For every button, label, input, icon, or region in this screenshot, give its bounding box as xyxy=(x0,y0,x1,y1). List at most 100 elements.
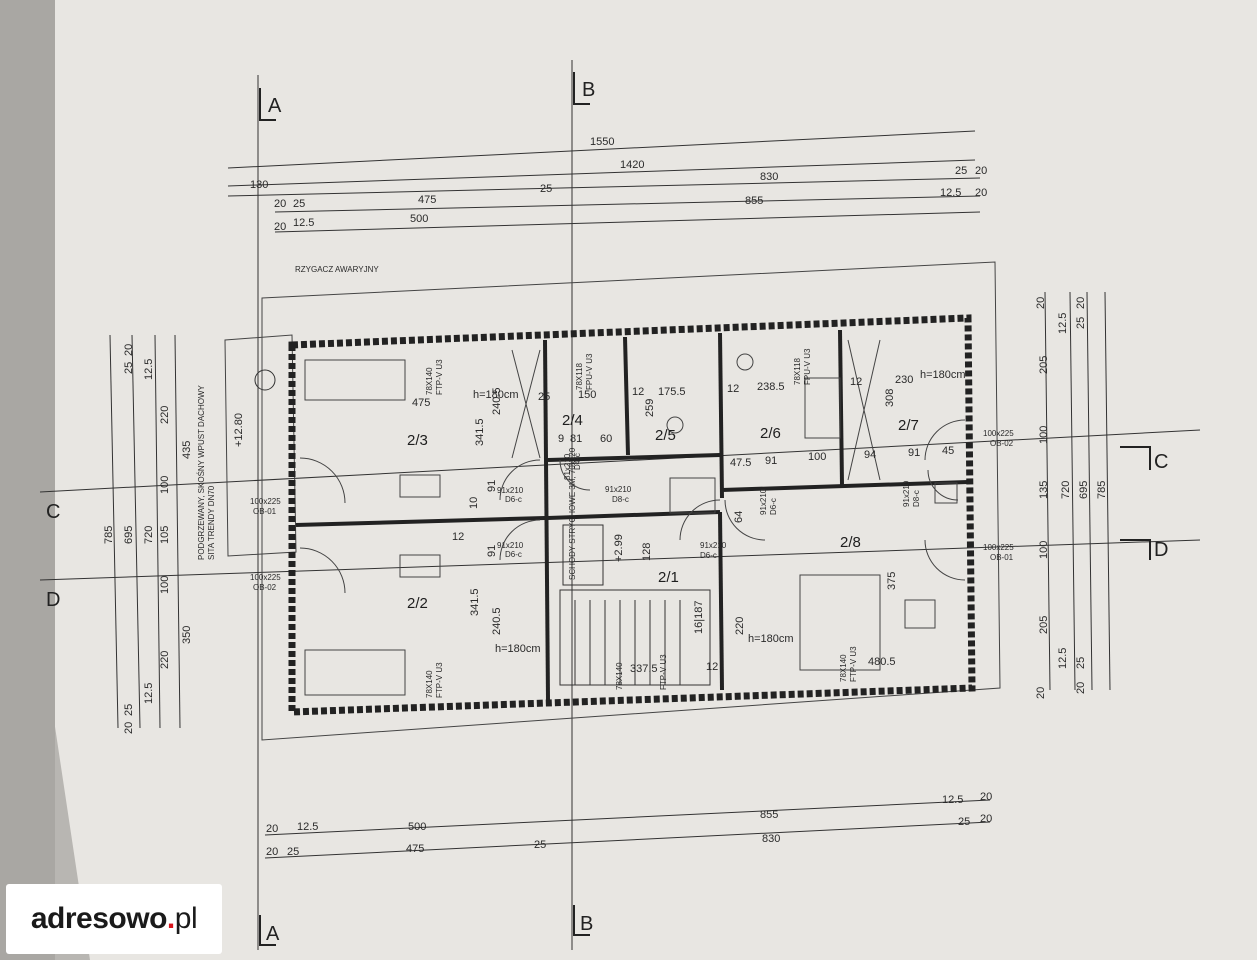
dim-bottom-r1-3: 855 xyxy=(760,809,778,821)
dim-left-10: 785 xyxy=(103,526,115,544)
win-21-type: FTP-V U3 xyxy=(659,654,668,690)
section-label-c-left: C xyxy=(46,501,60,523)
door-25-type: D8-c xyxy=(612,495,629,504)
bed-bottom xyxy=(304,649,406,696)
dim-bottom-r2-6: 20 xyxy=(980,813,992,825)
dim-91-c: 91 xyxy=(765,455,777,467)
level-left: +12.80 xyxy=(233,413,245,447)
dim-left-1: 25 xyxy=(123,362,135,374)
dim-right-11: 205 xyxy=(1038,616,1050,634)
dim-top-r2-1: 830 xyxy=(760,171,778,183)
dim-top-r3-3: 25 xyxy=(540,183,552,195)
dim-right-0: 20 xyxy=(1035,297,1047,309)
dim-right-7: 720 xyxy=(1060,481,1072,499)
dim-right-1: 20 xyxy=(1075,297,1087,309)
dim-left-13: 12.5 xyxy=(143,683,155,704)
win-28-type: FTP-V U3 xyxy=(849,646,858,682)
section-label-b-bottom: B xyxy=(580,913,593,935)
door-25-size: 91x210 xyxy=(605,485,632,494)
door-27-type: D8-c xyxy=(912,490,921,507)
window-labels: 78X140 FTP-V U3 78X140 FTP-V U3 78X118 F… xyxy=(250,348,1014,698)
dim-left-11: 695 xyxy=(123,526,135,544)
dim-top-r3-1: 25 xyxy=(293,198,305,210)
dim-top-r2-2: 25 xyxy=(955,165,967,177)
dim-bottom-r2-3: 25 xyxy=(534,839,546,851)
right-dimension-lines xyxy=(1044,291,1111,691)
win-22l-size: 100x225 xyxy=(250,573,281,582)
section-label-d-left: D xyxy=(46,589,60,611)
win-22-type: FTP-V U3 xyxy=(435,662,444,698)
roof-drain-note: PODGRZEWANY, SKOŚNY WPUST DACHOWY SITA T… xyxy=(197,384,216,560)
section-lines xyxy=(39,60,1201,950)
door-23-type: D6-c xyxy=(505,495,522,504)
dim-12-d: 12 xyxy=(706,661,718,673)
room-label-26: 2/6 xyxy=(760,425,781,442)
door-22-type: D6-c xyxy=(505,550,522,559)
win-23-type: FTP-V U3 xyxy=(435,359,444,395)
dim-12-a: 12 xyxy=(727,383,739,395)
dim-left-7: 100 xyxy=(159,576,171,594)
dim-left-15: 20 xyxy=(123,722,135,734)
bathtub xyxy=(804,377,841,439)
dim-3415-bottom: 341.5 xyxy=(469,588,481,616)
dim-right-9: 785 xyxy=(1096,481,1108,499)
door-23-size: 91x210 xyxy=(497,486,524,495)
bottom-dimension-lines xyxy=(264,799,991,859)
dim-9: 9 xyxy=(558,433,564,445)
level-stair: +2.99 xyxy=(613,534,625,562)
interior-walls xyxy=(295,329,969,701)
dim-left-8: 220 xyxy=(159,651,171,669)
win-21-size: 78X140 xyxy=(615,662,624,690)
left-dimension-lines xyxy=(109,334,181,729)
dim-top-r3-5: 20 xyxy=(975,187,987,199)
dim-top-r4-2: 500 xyxy=(410,213,428,225)
dim-2385: 238.5 xyxy=(757,381,785,393)
dim-left-0: 20 xyxy=(123,344,135,356)
win-28r-size: 100x225 xyxy=(983,543,1014,552)
section-label-a-top: A xyxy=(268,95,282,117)
room-label-21: 2/1 xyxy=(658,569,679,586)
furniture xyxy=(304,339,958,696)
dim-3415-top: 341.5 xyxy=(474,418,486,446)
dim-308: 308 xyxy=(884,389,896,407)
dim-375: 375 xyxy=(886,572,898,590)
chair-right xyxy=(904,599,936,629)
dim-94: 94 xyxy=(864,449,876,461)
desk-top xyxy=(399,474,441,498)
roof-drain-symbol xyxy=(254,369,276,391)
dim-right-5: 100 xyxy=(1038,426,1050,444)
room-label-22: 2/2 xyxy=(407,595,428,612)
dim-right-15: 20 xyxy=(1075,682,1087,694)
adresowo-logo[interactable]: adresowo.pl xyxy=(6,884,222,954)
h180-top: h=180cm xyxy=(473,389,519,401)
door-28-size: 91x210 xyxy=(759,488,768,515)
dim-150: 150 xyxy=(578,389,596,401)
room-label-25: 2/5 xyxy=(655,427,676,444)
dim-475b: 47.5 xyxy=(730,457,751,469)
win-23l-size: 100x225 xyxy=(250,497,281,506)
section-label-b-top: B xyxy=(582,79,595,101)
dim-bottom-r2-0: 20 xyxy=(266,846,278,858)
win-24-type: FPU-V U3 xyxy=(585,353,594,390)
dim-81: 81 xyxy=(570,433,582,445)
door-22-size: 91x210 xyxy=(497,541,524,550)
win-22l-type: OB-02 xyxy=(253,583,277,592)
dim-bottom-r1-1: 12.5 xyxy=(297,821,318,833)
emergency-sprinkler-note: RZYGACZ AWARYJNY xyxy=(295,265,379,274)
dim-16187: 16|187 xyxy=(693,601,705,634)
dim-right-4: 205 xyxy=(1038,356,1050,374)
dim-12-b: 12 xyxy=(632,386,644,398)
dim-230: 230 xyxy=(895,374,913,386)
section-label-a-bottom: A xyxy=(266,923,280,945)
room-label-24: 2/4 xyxy=(562,412,583,429)
dim-right-10: 100 xyxy=(1038,541,1050,559)
dim-inner: 1420 xyxy=(620,159,644,171)
dim-12-e: 12 xyxy=(452,531,464,543)
dim-top-r3-2: 475 xyxy=(418,194,436,206)
dim-12-c: 12 xyxy=(850,376,862,388)
room-label-28: 2/8 xyxy=(840,534,861,551)
door-21-type: D6-c xyxy=(700,551,717,560)
dim-left-14: 25 xyxy=(123,704,135,716)
win-27-size: 100x225 xyxy=(983,429,1014,438)
